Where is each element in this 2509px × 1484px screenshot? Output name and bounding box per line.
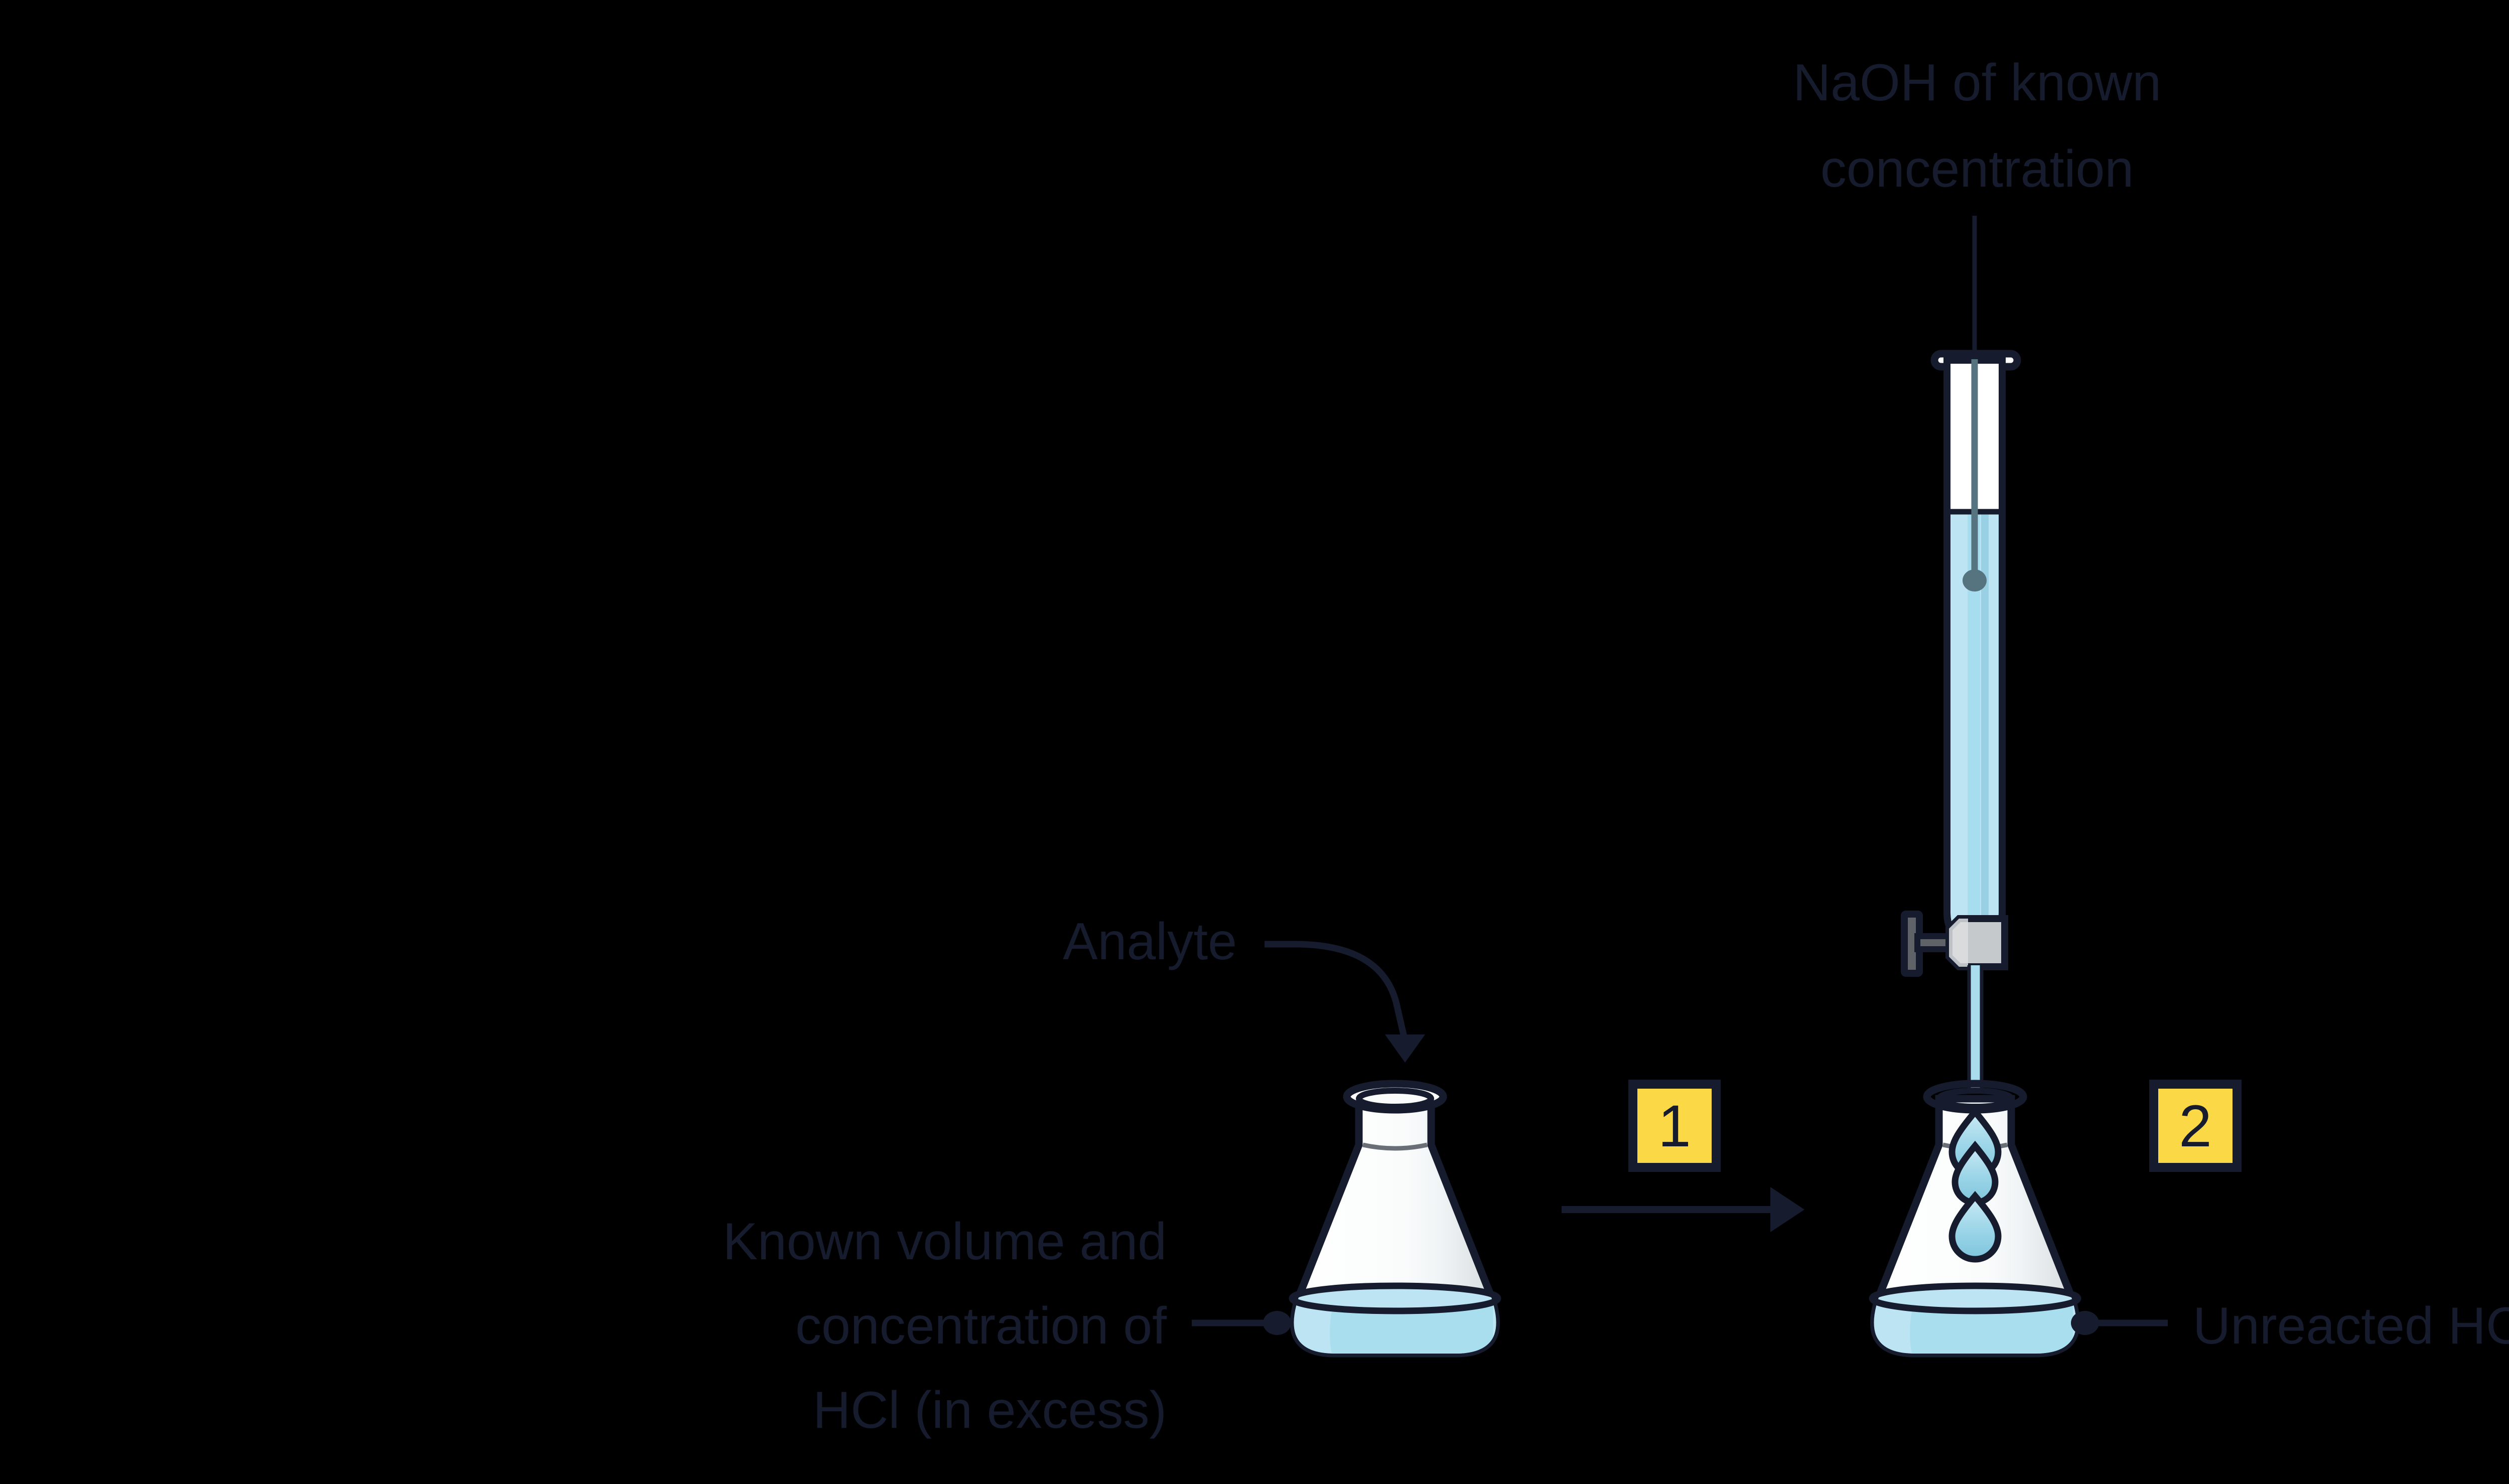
hcl-label-line-2: concentration of: [795, 1297, 1167, 1355]
burette-liquid: [1948, 509, 2001, 938]
step-badge-2-box[interactable]: [2149, 1080, 2242, 1172]
burette-label-line-2: concentration: [1821, 140, 2134, 198]
stopcock[interactable]: [1901, 911, 2008, 977]
flask-right-liquid-surface: [1869, 1282, 2081, 1314]
process-arrow-head: [1770, 1187, 1804, 1232]
unreacted-hcl-label-group: Unreacted HCl: [2071, 1297, 2509, 1355]
droplet-3: [1948, 1191, 2002, 1263]
step-badge-1-label: 1: [1658, 1093, 1691, 1159]
flask-left-rim-inner: [1356, 1088, 1434, 1110]
burette-pointer: [1963, 359, 1987, 591]
step-badge-2[interactable]: 2: [2149, 1080, 2242, 1172]
erlenmeyer-flask-left: [1289, 1080, 1501, 1358]
step-badge-1-box[interactable]: [1628, 1080, 1721, 1172]
hcl-label-line-3: HCl (in excess): [813, 1381, 1167, 1439]
stopcock-body-highlight: [1949, 919, 1968, 967]
burette: [1930, 350, 2021, 945]
unreacted-label-leader-dot: [2071, 1311, 2099, 1335]
titrant-droplets: [1948, 1106, 2002, 1263]
flask-left-liquid-surface: [1289, 1282, 1501, 1314]
analyte-arrow-head: [1385, 1034, 1425, 1063]
flask-left-shoulder-line: [1362, 1142, 1428, 1151]
hcl-label-line-1: Known volume and: [723, 1213, 1167, 1271]
burette-label-group: NaOH of known concentration: [1793, 54, 2161, 357]
step-badge-1[interactable]: 1: [1628, 1080, 1721, 1172]
analyte-label-group: Analyte: [1063, 913, 1425, 1063]
erlenmeyer-flask-right: [1869, 1080, 2081, 1358]
hcl-label-leader-dot: [1263, 1311, 1291, 1335]
analyte-label: Analyte: [1063, 913, 1237, 971]
unreacted-hcl-label: Unreacted HCl: [2193, 1297, 2509, 1355]
process-arrow: [1562, 1187, 1804, 1232]
analyte-arrow-curve: [1265, 941, 1409, 1042]
flask-right-rim-inner: [1936, 1088, 2014, 1110]
step-badge-2-label: 2: [2179, 1093, 2212, 1159]
hcl-label-group: Known volume and concentration of HCl (i…: [723, 1213, 1291, 1439]
flask-right-liquid: [1874, 1285, 2076, 1354]
burette-label-line-1: NaOH of known: [1793, 54, 2161, 112]
